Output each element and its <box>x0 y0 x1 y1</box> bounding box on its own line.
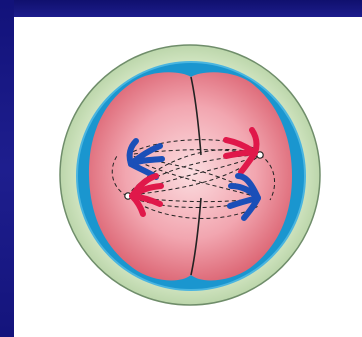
cytoplasm <box>89 72 292 280</box>
